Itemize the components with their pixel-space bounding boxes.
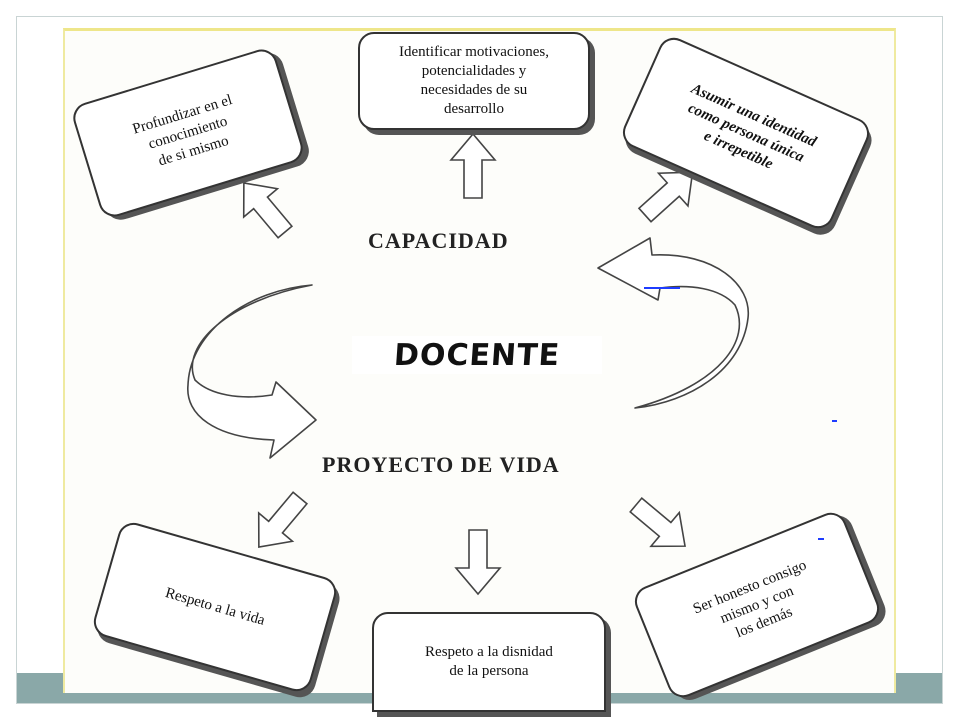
arrow-up-left (226, 168, 303, 247)
arrow-up-center (450, 133, 496, 199)
goal-text: Ser honesto consigo mismo y con los demá… (690, 556, 809, 641)
goal-box-top-center: Identificar motivaciones, potencialidade… (358, 32, 590, 130)
goal-text: Identificar motivaciones, potencialidade… (399, 44, 549, 117)
accent-mark (644, 287, 680, 289)
goal-text: Respeto a la disnidad de la persona (425, 644, 553, 679)
arrow-down-left (241, 483, 318, 562)
accent-mark (832, 420, 837, 422)
docente-label-backdrop: DOCENTE (352, 336, 602, 374)
arrow-down-right (621, 487, 700, 564)
heading-docente: DOCENTE (392, 337, 562, 373)
accent-mark (818, 538, 824, 540)
goal-text: Profundizar en el conocimiento de si mis… (130, 91, 235, 169)
heading-proyecto-de-vida: PROYECTO DE VIDA (322, 452, 560, 477)
curved-arrow-left (187, 284, 317, 459)
goal-text: Respeto a la vida (163, 584, 267, 629)
curved-arrow-right (597, 237, 750, 409)
goal-text: Asumir una identidad como persona única … (685, 80, 819, 173)
heading-capacidad: CAPACIDAD (368, 228, 509, 253)
arrow-down-center (455, 529, 501, 595)
goal-box-bottom-center: Respeto a la disnidad de la persona (372, 612, 606, 712)
